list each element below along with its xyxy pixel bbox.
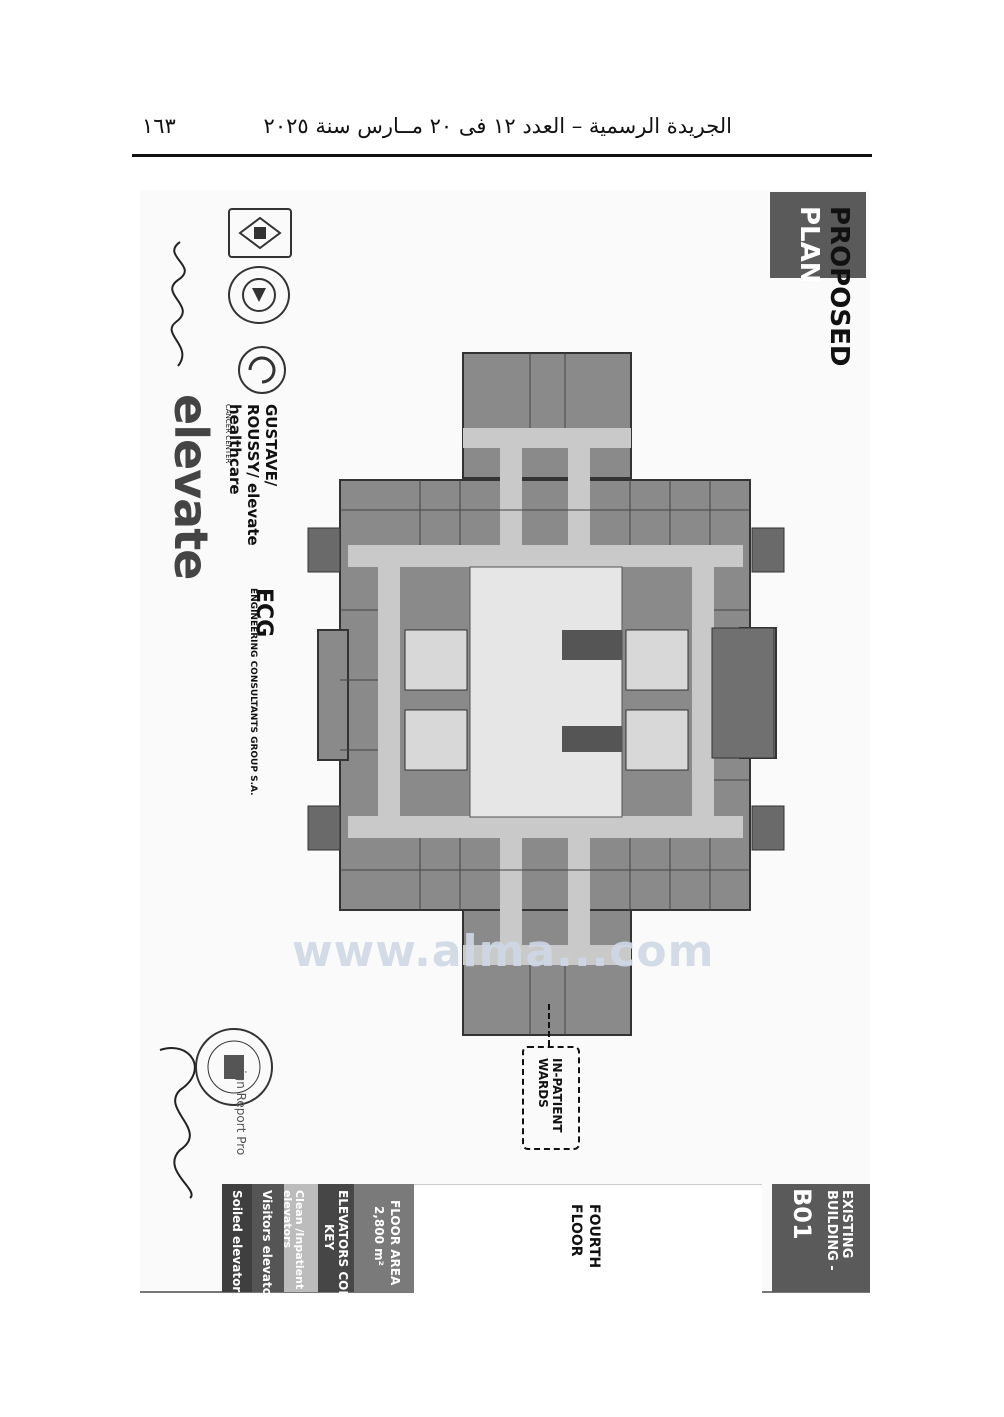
proposed-plan-badge	[770, 192, 866, 278]
handwritten-signature-bottom	[159, 1047, 196, 1199]
existing-building-label: EXISTING BUILDING -	[824, 1190, 854, 1271]
stair-sw	[307, 805, 341, 851]
lift-hall-east-2	[625, 709, 689, 771]
wards-label: IN-PATIENT WARDS	[536, 1058, 564, 1133]
gustave-roussy-line-2: ROUSSY/ elevate	[244, 404, 262, 546]
floor-plan	[300, 350, 790, 1040]
corridor-north-cross	[463, 428, 631, 448]
hospital-seal-icon	[228, 266, 290, 324]
soiled-elevator-label: Soiled elevator	[230, 1190, 244, 1293]
corridor-north	[348, 545, 743, 567]
legend-soiled-strip	[222, 1184, 252, 1292]
floor-name-strip	[414, 1184, 762, 1293]
legend-clean-strip	[284, 1184, 318, 1292]
wards-callout: IN-PATIENT WARDS	[522, 1046, 580, 1150]
dark-block-2	[562, 726, 622, 752]
handwritten-signature-top	[170, 241, 186, 367]
elevators-core-label: ELEVATORS CORE	[336, 1190, 350, 1308]
seal-caption: CANCER CENTER	[224, 404, 232, 464]
central-core	[469, 566, 623, 818]
floor-name: FLOOR	[568, 1204, 584, 1257]
lift-hall-east-1	[625, 629, 689, 691]
north-wing	[462, 352, 632, 479]
clean-inpatient-elevators-label: elevators	[281, 1190, 294, 1249]
title-block: Soiled elevator Visitors elevators Clean…	[222, 1184, 870, 1309]
corridor-north-spine	[500, 428, 522, 558]
corridor-north-spine-2	[568, 428, 590, 558]
report-caption: sign Report Pro	[234, 1064, 248, 1156]
legend-visitors-strip	[252, 1184, 284, 1292]
lift-hall-west-2	[404, 709, 468, 771]
corridor-south-spine-2	[568, 830, 590, 960]
corridor-south	[348, 816, 743, 838]
lift-hall-west-1	[404, 629, 468, 691]
visitors-elevators-label: Visitors elevators	[260, 1190, 274, 1310]
stair-ne	[751, 527, 785, 573]
floor-area-value: 2,800 m²	[372, 1206, 386, 1266]
cancer-center-logo-icon	[238, 346, 286, 394]
dark-block-1	[562, 630, 622, 660]
corridor-south-cross	[463, 945, 631, 965]
south-wing	[462, 909, 632, 1036]
ecg-subtitle: ENGINEERING CONSULTANTS GROUP S.A.	[248, 588, 258, 796]
proposed-line-1: PROPOSED	[824, 206, 854, 367]
elevate-logo: elevate	[164, 394, 218, 580]
page-header: الجريدة الرسمية – العدد ١٢ فى ٢٠ مــارس …	[132, 112, 872, 157]
west-bay	[317, 629, 349, 761]
proposed-plan-title: PROPOSED PLAN	[794, 206, 854, 366]
header-rule	[132, 154, 872, 157]
page-number: ١٦٣	[142, 114, 176, 138]
corridor-south-spine	[500, 830, 522, 960]
official-stamp-icon	[195, 1028, 273, 1106]
eagle-emblem-icon	[228, 208, 292, 258]
floor-area-strip	[354, 1184, 414, 1292]
building-code: B01	[788, 1188, 816, 1240]
stair-se	[751, 805, 785, 851]
floor-area-label: FLOOR AREA	[388, 1200, 402, 1286]
key-label: KEY	[322, 1224, 336, 1251]
clean-inpatient-label: Clean /Inpatient	[293, 1190, 306, 1290]
east-dark-block	[711, 627, 775, 759]
corridor-west	[378, 545, 400, 838]
stair-nw	[307, 527, 341, 573]
proposed-line-2: PLAN	[794, 206, 824, 284]
legend-key-strip	[318, 1184, 354, 1292]
watermark-text: www.alma...com	[292, 926, 715, 977]
wards-leader-line	[548, 1004, 550, 1046]
building-code-strip	[772, 1184, 870, 1292]
gustave-roussy-line-1: GUSTAVE/	[262, 404, 280, 487]
floor-name-line-1: FOURTH	[586, 1204, 602, 1269]
journal-title: الجريدة الرسمية – العدد ١٢ فى ٢٠ مــارس …	[263, 114, 732, 138]
corridor-east	[692, 545, 714, 838]
